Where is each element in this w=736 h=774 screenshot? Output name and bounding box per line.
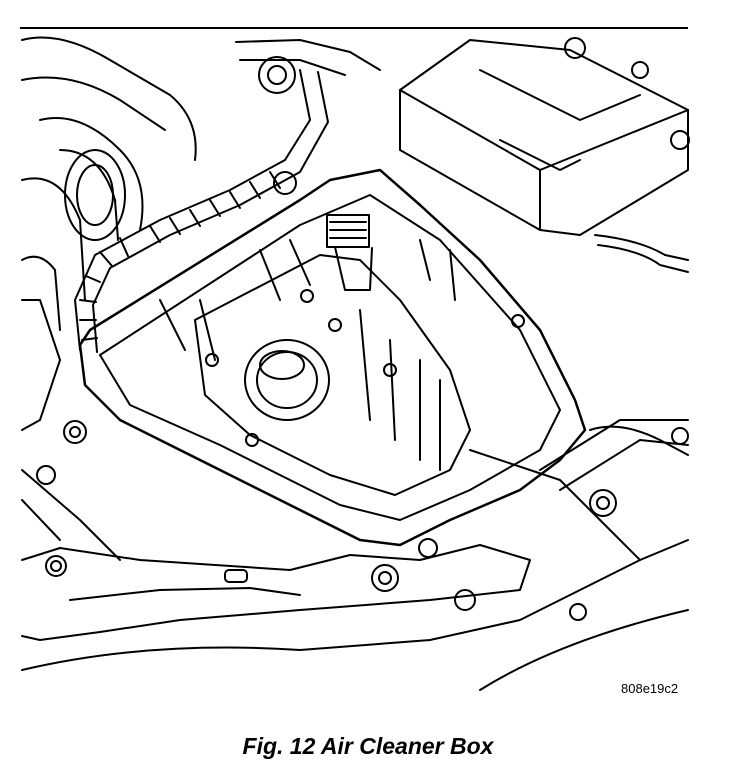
- figure-code: 808e19c2: [621, 681, 679, 696]
- air-cleaner-housing-drawing: [78, 168, 587, 547]
- battery-drawing: [399, 37, 690, 273]
- bracket-drawing: [21, 419, 689, 691]
- figure-caption: Fig. 12 Air Cleaner Box: [242, 733, 494, 759]
- fasteners-drawing: [36, 420, 689, 621]
- figure-frame-top: [20, 27, 688, 29]
- wiring-harness-drawing: [74, 39, 381, 353]
- outlet-tube-drawing: [244, 339, 330, 421]
- connector-drawing: [326, 214, 370, 248]
- intake-hose-drawing: [21, 36, 197, 431]
